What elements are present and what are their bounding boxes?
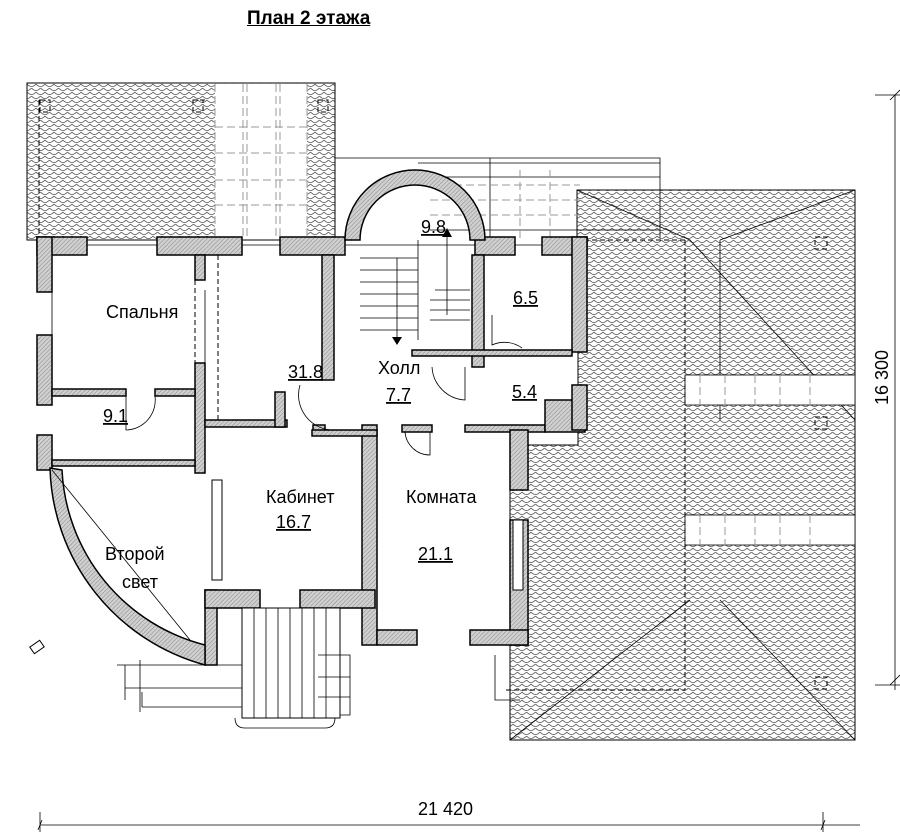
dimension-lines: 16 300 21 420 (37, 89, 900, 832)
roof-right (505, 189, 856, 741)
room-area-study: 16.7 (276, 512, 311, 532)
room-area-room: 21.1 (418, 544, 453, 564)
room-area-31-8: 31.8 (288, 362, 323, 382)
room-name-bedroom: Спальня (106, 302, 178, 322)
details (51, 228, 542, 641)
room-name-second-light-2: свет (122, 572, 158, 592)
room-name-hall: Холл (378, 358, 420, 378)
room-area-9-1: 9.1 (103, 406, 128, 426)
room-name-room: Комната (406, 487, 477, 507)
room-area-5-4: 5.4 (512, 382, 537, 402)
room-name-second-light: Второй (105, 544, 165, 564)
walls (29, 169, 588, 666)
room-area-hall: 7.7 (386, 385, 411, 405)
dimension-height: 16 300 (872, 350, 892, 405)
plan-title: План 2 этажа (247, 8, 371, 29)
room-area-stair: 9.8 (421, 217, 446, 237)
room-labels: Спальня 9.1 31.8 9.8 6.5 Холл 7.7 5.4 Ка… (103, 217, 538, 592)
roof-top-left (26, 82, 336, 241)
porch-bottom (117, 607, 520, 729)
balcony-top (335, 157, 661, 238)
dimension-width: 21 420 (418, 799, 473, 819)
room-area-6-5: 6.5 (513, 288, 538, 308)
room-name-study: Кабинет (266, 487, 334, 507)
